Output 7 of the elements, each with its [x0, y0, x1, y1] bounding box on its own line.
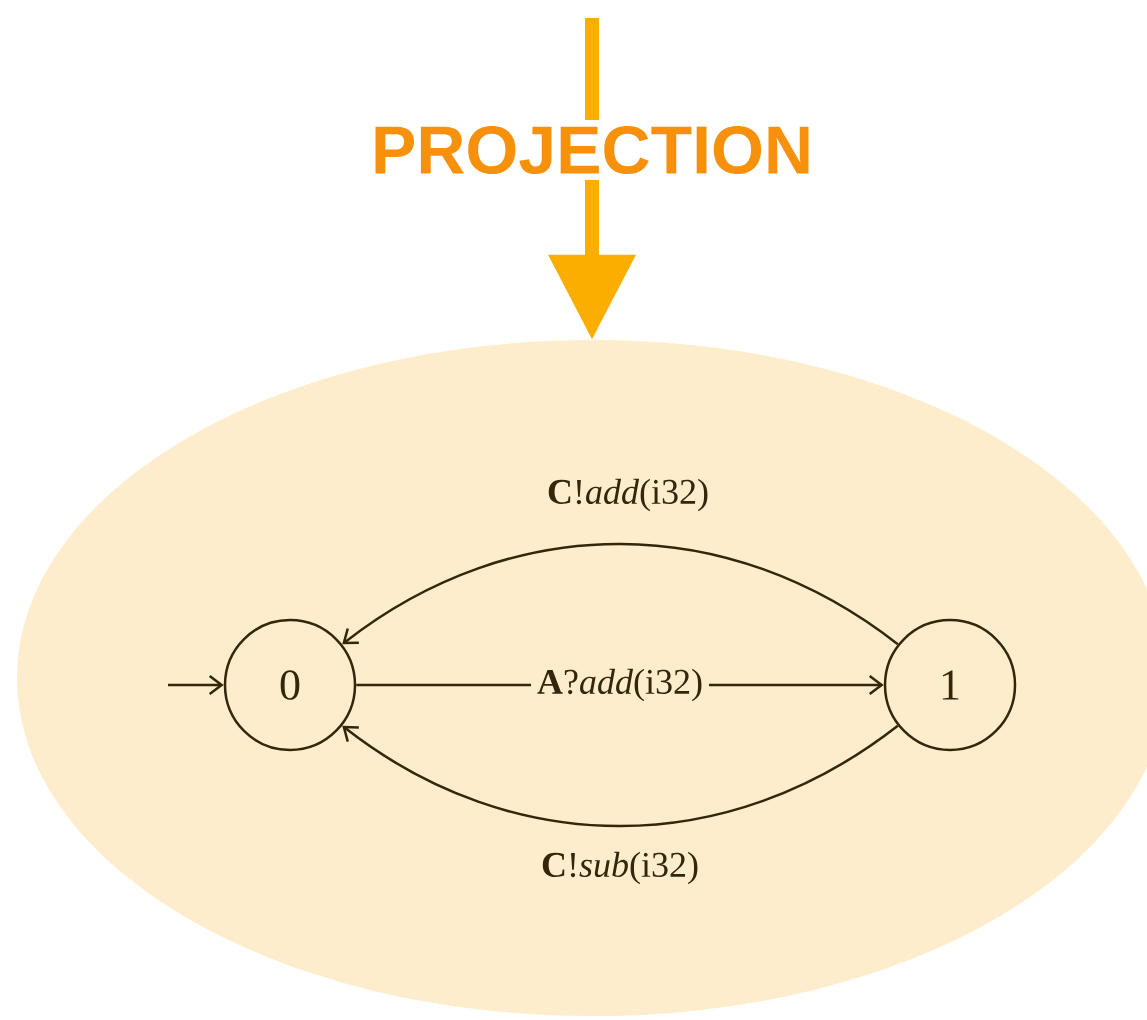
- edge-label: C!add(i32): [548, 478, 708, 512]
- arrow: [342, 724, 899, 828]
- edge-label: C!sub(i32): [542, 851, 698, 885]
- edge-label: PROJECTION: [375, 125, 809, 175]
- edge-label: A?add(i32): [537, 668, 702, 702]
- arrow: [342, 542, 899, 646]
- arrow: [168, 675, 224, 695]
